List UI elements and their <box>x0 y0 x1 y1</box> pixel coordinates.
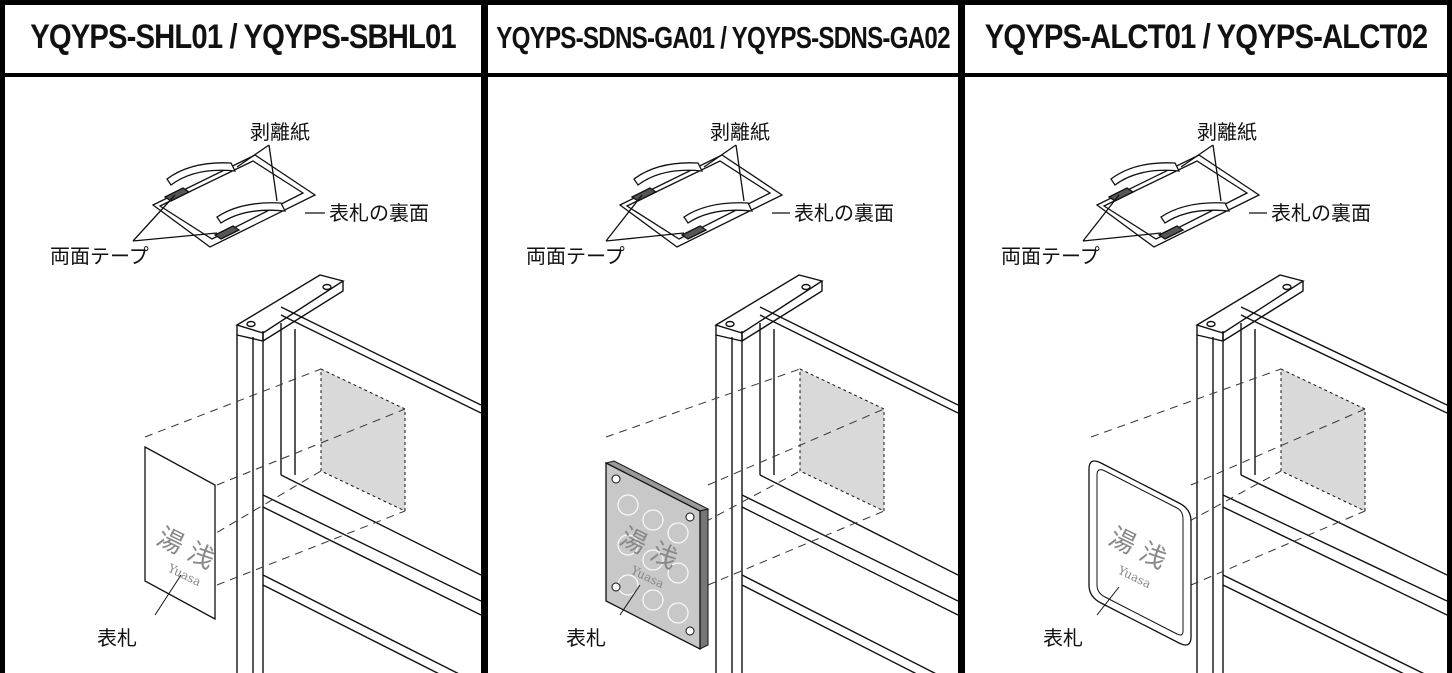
label-plate-back: 表札の裏面 <box>1271 201 1371 225</box>
mount-area <box>799 368 885 512</box>
mount-area <box>320 368 406 512</box>
frame-left <box>0 0 5 673</box>
label-release-paper: 剥離紙 <box>710 120 770 144</box>
tape-strip <box>1157 225 1185 240</box>
tape-strip <box>1107 187 1135 202</box>
panel-title: YQYPS-SDNS-GA01 / YQYPS-SDNS-GA02 <box>496 19 950 55</box>
label-double-tape: 両面テープ <box>526 244 625 268</box>
label-plate-back: 表札の裏面 <box>794 201 894 225</box>
panel-shl01: YQYPS-SHL01 / YQYPS-SBHL01 剥離紙 表札の裏面 両面テ… <box>5 0 481 673</box>
panel-alct: YQYPS-ALCT01 / YQYPS-ALCT02 剥離紙 表札の裏面 両面… <box>965 0 1447 673</box>
frame-top <box>0 0 1452 5</box>
label-nameplate: 表札 <box>97 626 137 650</box>
panel-title: YQYPS-SHL01 / YQYPS-SBHL01 <box>30 18 456 56</box>
mount-area <box>1280 368 1366 512</box>
post-structure <box>235 274 481 673</box>
post-structure <box>1195 274 1447 673</box>
install-illustration: 剥離紙 表札の裏面 両面テープ <box>526 120 958 673</box>
label-nameplate: 表札 <box>566 626 606 650</box>
tape-strip <box>680 225 708 240</box>
post-structure <box>714 274 958 673</box>
label-double-tape: 両面テープ <box>50 244 149 268</box>
frame-right <box>1447 0 1452 673</box>
nameplate <box>144 445 216 621</box>
divider-1 <box>481 0 488 673</box>
panel-title: YQYPS-ALCT01 / YQYPS-ALCT02 <box>984 18 1428 56</box>
header-divider <box>0 73 1452 77</box>
label-nameplate: 表札 <box>1043 626 1083 650</box>
divider-2 <box>958 0 965 673</box>
panel-sdns: YQYPS-SDNS-GA01 / YQYPS-SDNS-GA02 剥離紙 表札… <box>488 0 958 673</box>
nameplate <box>1088 460 1192 646</box>
tape-strip <box>163 187 191 202</box>
tape-strip <box>213 225 241 240</box>
install-illustration: 剥離紙 表札の裏面 両面テープ 湯 浅 <box>50 120 481 673</box>
label-double-tape: 両面テープ <box>1001 244 1100 268</box>
nameplate <box>605 461 701 651</box>
install-illustration: 剥離紙 表札の裏面 両面テープ 湯 浅 Yuasa <box>1001 120 1447 673</box>
tape-strip <box>630 187 658 202</box>
label-plate-back: 表札の裏面 <box>329 201 429 225</box>
label-release-paper: 剥離紙 <box>1197 120 1257 144</box>
label-release-paper: 剥離紙 <box>250 120 310 144</box>
